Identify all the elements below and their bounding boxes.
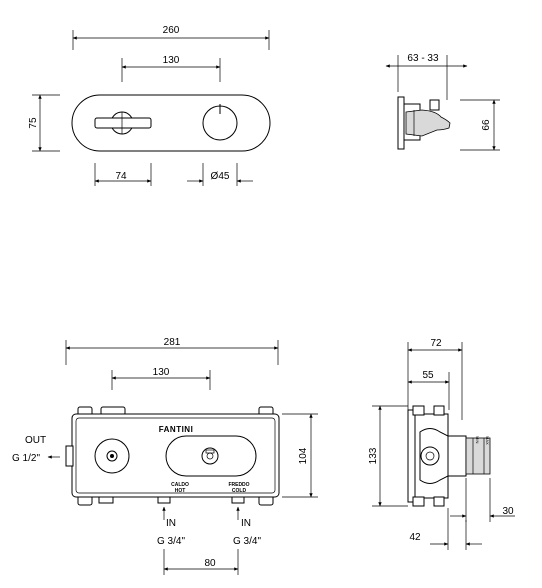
- dimension-72: 72: [407, 338, 463, 420]
- extension-sleeve-outer: [465, 437, 491, 475]
- lever-profile: [405, 109, 451, 137]
- box-side-wall: [407, 409, 416, 503]
- dimension-label: 30: [502, 506, 514, 517]
- outlet-label: OUT: [25, 435, 46, 446]
- dimension-30: 30: [450, 478, 515, 522]
- mixer-cartridge-seat: [165, 435, 257, 477]
- dimension-260: 260: [72, 25, 270, 50]
- dimension-label: 80: [204, 558, 216, 569]
- dimension-label: 66: [481, 119, 492, 131]
- side-ear: [412, 405, 425, 416]
- faceplate-side-view: 63 - 33 66: [385, 53, 500, 151]
- dimension-104: 104: [282, 413, 318, 498]
- dimension-label: 74: [115, 171, 127, 182]
- box-front-view: 281 130 FANTINI CALDO HOT FREDDO: [12, 337, 318, 575]
- dimension-80: 80: [163, 549, 239, 575]
- outlet-cartridge-center: [106, 450, 118, 462]
- inlet-stub: [157, 496, 171, 504]
- dimension-63-33: 63 - 33: [385, 53, 468, 100]
- dimension-label: 130: [163, 55, 180, 66]
- faceplate-outline: [71, 94, 271, 152]
- inlet-right-thread: G 3/4": [233, 536, 261, 547]
- dimension-label: 75: [28, 117, 39, 129]
- dimension-label: 130: [153, 367, 170, 378]
- box-inner-outline: [75, 417, 276, 494]
- dimension-75: 75: [28, 94, 60, 152]
- inlet-stub: [98, 496, 114, 504]
- dimension-label: 63 - 33: [407, 53, 439, 64]
- inlet-left-thread: G 3/4": [157, 536, 185, 547]
- dimension-130-top: 130: [121, 55, 221, 82]
- dimension-label: 72: [430, 338, 442, 349]
- inlet-left-label: IN: [166, 518, 176, 529]
- box-side-view: 72 55 MIN MAX 133: [368, 338, 515, 550]
- dimension-133: 133: [368, 405, 408, 507]
- side-ear: [412, 496, 425, 507]
- dimension-45: Ø45: [187, 163, 253, 186]
- brand-label: FANTINI: [159, 425, 194, 434]
- max-label: MAX: [485, 436, 490, 445]
- outlet-thread-label: G 1/2": [12, 453, 40, 464]
- outlet-cartridge-seat: [94, 438, 130, 474]
- dimension-66: 66: [460, 99, 500, 151]
- outlet-port: [65, 445, 74, 467]
- inlet-right-label: IN: [241, 518, 251, 529]
- extension-sleeve: [447, 435, 467, 477]
- dimension-label: 104: [298, 447, 309, 464]
- dimension-label: 133: [368, 447, 379, 464]
- dimension-130-box: 130: [111, 367, 211, 390]
- min-label: MIN: [475, 436, 480, 443]
- side-ear: [433, 496, 445, 507]
- mixer-cartridge: [201, 447, 219, 465]
- hot-label-en: HOT: [175, 488, 186, 494]
- dimension-55: 55: [407, 370, 450, 410]
- dimension-label: Ø45: [211, 171, 230, 182]
- cold-label: FREDDO: [228, 482, 249, 488]
- faceplate-front-view: 260 130 75 74: [28, 25, 271, 186]
- side-ear: [433, 405, 445, 416]
- knob-stem: [429, 99, 440, 111]
- lever-handle: [94, 111, 152, 135]
- hot-label: CALDO: [171, 482, 189, 488]
- side-cartridge: [420, 446, 440, 466]
- inlet-stub: [231, 496, 245, 504]
- dimension-42: 42: [409, 508, 482, 550]
- dimension-label: 42: [409, 532, 421, 543]
- dimension-label: 281: [164, 337, 181, 348]
- dimension-label: 55: [422, 370, 434, 381]
- dimension-label: 260: [163, 25, 180, 36]
- cold-label-en: COLD: [232, 488, 247, 494]
- dimension-281: 281: [65, 337, 279, 365]
- plate-profile: [397, 96, 405, 150]
- dimension-74: 74: [94, 163, 152, 186]
